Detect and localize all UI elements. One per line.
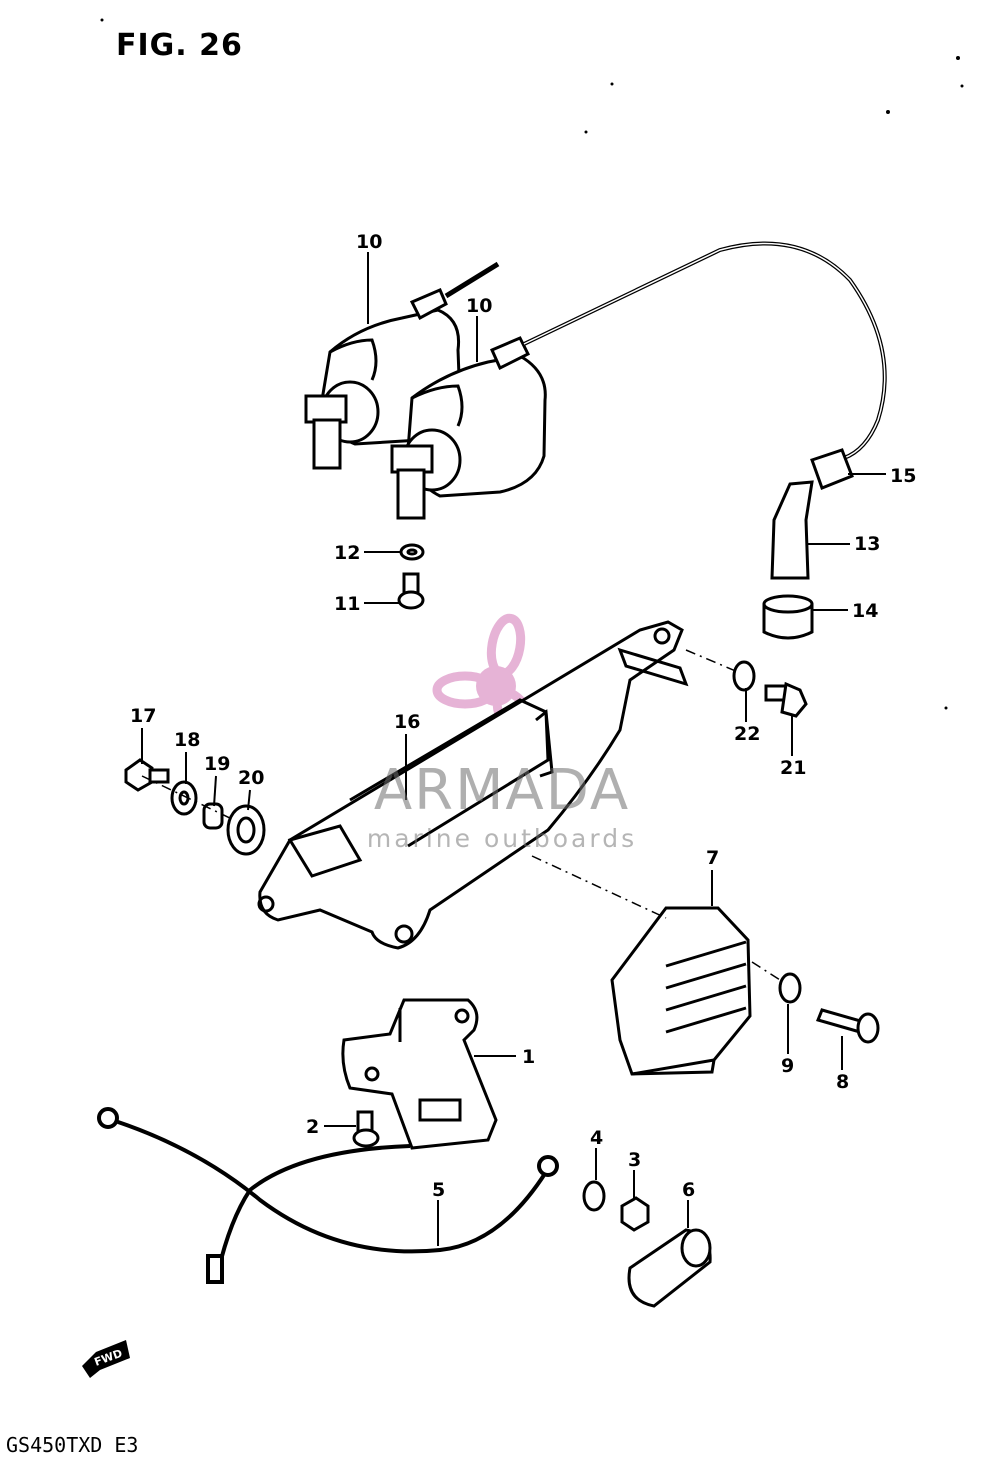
plug-cap-cover [762,594,814,640]
callout-21: 21 [780,757,806,779]
callout-12: 12 [334,542,360,564]
coil-washer [399,543,425,561]
callout-13: 13 [854,533,880,555]
bracket-bolt [124,758,170,792]
figure-title: FIG. 26 [116,28,243,63]
callout-15: 15 [890,465,916,487]
callout-3: 3 [628,1149,641,1171]
spark-plug-cap [770,480,814,580]
regulator-rectifier [610,906,752,1076]
forward-arrow-icon: FWD [82,1340,130,1378]
watermark-name: ARMADA [373,758,631,823]
starter-relay [341,998,498,1150]
regulator-washer [778,972,802,1004]
callout-6: 6 [682,1179,695,1201]
callout-4: 4 [590,1127,603,1149]
terminal-washer [582,1180,606,1212]
callout-11: 11 [334,593,360,615]
battery-lead [97,1107,559,1284]
scan-specks [100,18,964,710]
callout-10-rear-coil: 10 [356,231,382,253]
lead-seal [810,448,854,490]
high-tension-lead [523,241,887,460]
callout-8: 8 [836,1071,849,1093]
callout-14: 14 [852,600,878,622]
callout-19: 19 [204,753,230,775]
bracket-washer [170,780,198,816]
callout-2: 2 [306,1116,319,1138]
relay-screw [352,1110,380,1148]
callout-16: 16 [394,711,420,733]
coil-mounting-bracket [257,620,689,950]
callout-9: 9 [781,1055,794,1077]
high-tension-lead-inner [523,242,886,459]
callout-leaders [141,252,886,1246]
regulator-screw [815,1008,880,1044]
bracket-collar [202,802,224,830]
callout-10-front-coil: 10 [466,295,492,317]
callout-20: 20 [238,767,264,789]
bracket-cushion [226,804,266,856]
callout-17: 17 [130,705,156,727]
ignition-coil-rear [304,261,500,470]
bracket-washer-upper [732,660,756,692]
watermark-tagline: marine outboards [366,824,638,853]
model-code: GS450TXD E3 [6,1433,139,1457]
terminal-nut [620,1196,650,1232]
ignition-coil-front [390,336,547,520]
callout-7: 7 [706,847,719,869]
callout-1: 1 [522,1046,535,1068]
callout-22: 22 [734,723,760,745]
coil-screw [397,572,425,610]
bracket-bolt-upper [764,681,808,718]
callout-5: 5 [432,1179,445,1201]
assembly-lines [141,649,781,981]
terminal-cover [627,1228,712,1308]
callout-18: 18 [174,729,200,751]
